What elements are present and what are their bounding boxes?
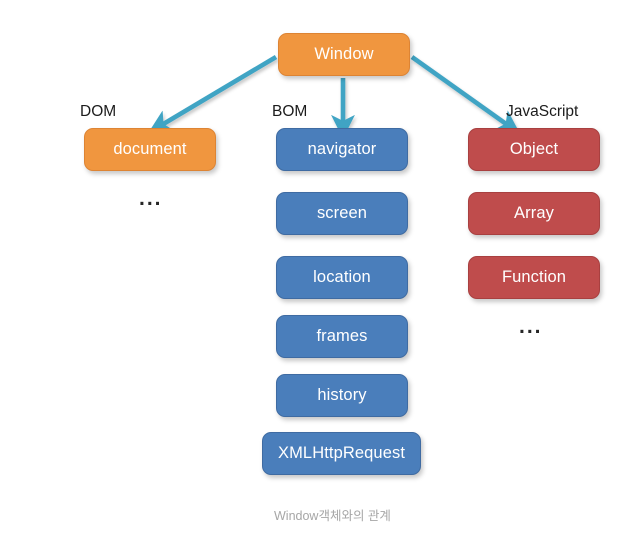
node-window[interactable]: Window (278, 33, 410, 76)
node-object-label: Object (509, 140, 559, 158)
node-screen-label: screen (316, 204, 368, 222)
node-frames-label: frames (316, 327, 368, 345)
node-function[interactable]: Function (468, 256, 600, 299)
node-location-label: location (313, 268, 371, 286)
node-frames[interactable]: frames (276, 315, 408, 358)
arrow-window-to-javascript (410, 55, 521, 134)
node-navigator-label: navigator (307, 140, 377, 158)
column-label-bom: BOM (272, 103, 308, 120)
node-xmlhttprequest[interactable]: XMLHttpRequest (262, 432, 421, 475)
column-label-javascript: JavaScript (506, 103, 579, 120)
node-array[interactable]: Array (468, 192, 600, 235)
node-history-label: history (317, 386, 367, 404)
node-history[interactable]: history (276, 374, 408, 417)
node-screen[interactable]: screen (276, 192, 408, 235)
ellipsis-dom: ... (139, 187, 163, 210)
node-navigator[interactable]: navigator (276, 128, 408, 171)
node-window-label: Window (314, 45, 374, 63)
diagram-caption: Window객체와의 관계 (274, 509, 391, 523)
node-location[interactable]: location (276, 256, 408, 299)
node-document-label: document (113, 140, 187, 158)
arrow-window-to-dom (148, 55, 278, 134)
node-object[interactable]: Object (468, 128, 600, 171)
node-document[interactable]: document (84, 128, 216, 171)
node-xmlhttprequest-label: XMLHttpRequest (277, 444, 406, 462)
node-array-label: Array (514, 204, 554, 222)
ellipsis-javascript: ... (519, 315, 543, 338)
node-function-label: Function (501, 268, 567, 286)
column-label-dom: DOM (80, 103, 117, 120)
